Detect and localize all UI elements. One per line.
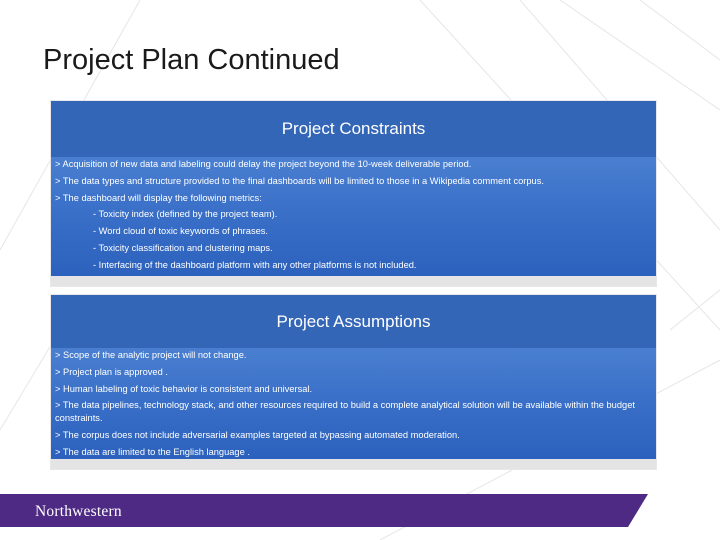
- assumption-item: > Scope of the analytic project will not…: [55, 350, 247, 360]
- assumption-item: > Human labeling of toxic behavior is co…: [55, 383, 313, 394]
- assumption-item: > Project plan is approved .: [55, 366, 168, 377]
- metric-item: - Word cloud of toxic keywords of phrase…: [93, 226, 268, 237]
- constraints-panel: Project Constraints > Acquisition of new…: [51, 101, 656, 286]
- metric-item: - Interfacing of the dashboard platform …: [93, 259, 417, 270]
- metric-item: - Toxicity index (defined by the project…: [93, 209, 278, 220]
- assumption-item: > The data are limited to the English la…: [55, 446, 250, 457]
- page-title: Project Plan Continued: [43, 44, 340, 76]
- assumptions-body: > Scope of the analytic project will not…: [51, 348, 656, 459]
- constraint-item: > The dashboard will display the followi…: [55, 192, 262, 203]
- assumption-item: > The corpus does not include adversaria…: [55, 430, 460, 441]
- constraint-item: > The data types and structure provided …: [55, 175, 544, 186]
- assumption-item: > The data pipelines, technology stack, …: [55, 400, 635, 424]
- assumptions-heading: Project Assumptions: [51, 295, 656, 348]
- assumptions-panel: Project Assumptions > Scope of the analy…: [51, 295, 656, 469]
- constraints-body: > Acquisition of new data and labeling c…: [51, 157, 656, 276]
- constraints-heading: Project Constraints: [51, 101, 656, 157]
- footer-bar: [0, 494, 648, 527]
- metric-item: - Toxicity classification and clustering…: [93, 242, 273, 253]
- northwestern-logo: Northwestern: [35, 503, 122, 520]
- constraint-item: > Acquisition of new data and labeling c…: [55, 159, 472, 169]
